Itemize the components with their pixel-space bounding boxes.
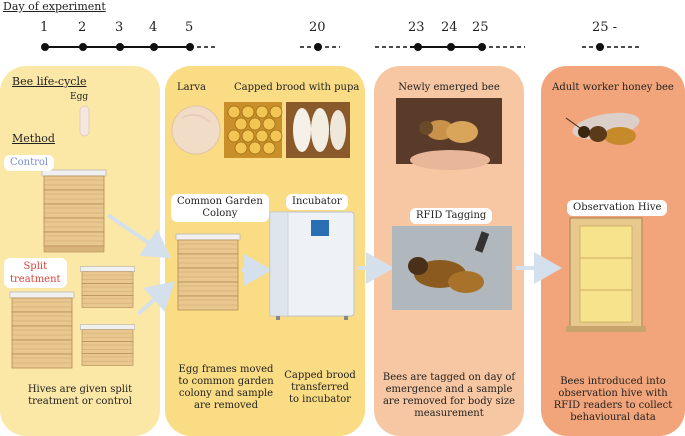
split-treatment-label: Split treatment [4,258,67,288]
timeline-day-4: 4 [149,20,158,35]
panel2-right-line-2: transferred [291,382,349,393]
bee-lifecycle-heading: Bee life-cycle [12,75,87,88]
panel2-right-line-3: to incubator [288,394,352,405]
common-garden-hive-icon [175,233,241,311]
timeline-day-3: 3 [115,20,124,35]
control-label: Control [4,155,55,171]
panel1-caption-line-2: treatment or control [28,396,132,407]
observation-hive-icon [566,217,646,332]
timeline-dot-day-23 [414,43,422,51]
panel3-caption: Bees are tagged on day of emergence and … [374,372,524,420]
incubator-icon [269,211,355,320]
rfid-tagging-image [392,226,512,310]
timeline-dot-day-24 [447,43,455,51]
panel2-caption-left: Egg frames moved to common garden colony… [174,364,278,412]
method-heading: Method [12,132,55,145]
panel4-caption-line-4: behavioural data [570,412,656,423]
day-of-experiment-title: Day of experiment [3,0,106,13]
split-hive-right-bottom-icon [80,324,135,366]
capped-brood-image [224,102,350,158]
panel3-caption-line-3: are removed for body size [382,396,516,407]
split-label-line-1: Split [23,261,48,272]
panel1-caption-line-1: Hives are given split [27,384,133,395]
arrow-control-to-colony [106,213,172,259]
capped-brood-label: Capped brood with pupa [234,82,360,93]
panel2-caption-right: Capped brood transferred to incubator [278,370,362,406]
panel2-left-line-3: colony and sample [178,388,274,399]
panel3-caption-line-4: measurement [414,408,484,419]
panel4-caption-line-2: observation hive with [558,388,668,399]
panel4-caption: Bees introduced into observation hive wi… [541,376,685,424]
timeline-dot-day-3 [116,43,124,51]
larva-image [171,105,221,155]
common-garden-colony-label: Common Garden Colony [171,194,269,222]
newly-emerged-bee-label: Newly emerged bee [398,82,500,93]
split-hive-left-icon [9,291,75,369]
control-hive-icon [41,169,107,253]
larva-label: Larva [177,82,206,93]
panel3-caption-line-2: emergence and a sample [385,384,513,395]
arrow-split-to-colony [136,281,175,316]
timeline-day-24: 24 [441,20,458,35]
timeline-dot-day-20 [314,43,322,51]
egg-icon [79,105,90,137]
timeline-day-20: 20 [309,20,326,35]
timeline-dot-day-2 [79,43,87,51]
panel4-caption-line-3: RFID readers to collect [553,400,673,411]
panel1-caption: Hives are given split treatment or contr… [0,384,160,408]
timeline-day-2: 2 [78,20,87,35]
adult-worker-bee-label: Adult worker honey bee [552,82,674,93]
panel2-left-line-2: to common garden [178,376,274,387]
timeline-dot-day-25 [478,43,486,51]
timeline-dot-day-25-plus [596,43,604,51]
observation-hive-label: Observation Hive [567,200,668,216]
timeline-day-23: 23 [408,20,425,35]
rfid-tagging-label: RFID Tagging [410,208,493,224]
timeline-day-25-onward: 25 - [592,20,618,35]
panel2-left-line-1: Egg frames moved [178,364,274,375]
panel4-caption-line-1: Bees introduced into [560,376,666,387]
colony-label-line-2: Colony [202,208,238,219]
timeline-day-5: 5 [185,20,194,35]
timeline-day-25: 25 [472,20,489,35]
colony-label-line-1: Common Garden [177,196,263,207]
panel2-right-line-1: Capped brood [284,370,356,381]
split-label-line-2: treatment [10,274,61,285]
timeline-dot-day-5 [186,43,194,51]
panel2-left-line-4: are removed [193,400,258,411]
panel3-caption-line-1: Bees are tagged on day of [382,372,516,383]
incubator-label: Incubator [286,194,348,210]
adult-worker-bee-image [565,112,640,145]
split-hive-right-top-icon [80,266,135,308]
timeline-dot-day-4 [150,43,158,51]
timeline-day-1: 1 [40,20,49,35]
timeline-dot-day-1 [41,43,49,51]
egg-label: Egg [70,92,89,102]
newly-emerged-bee-image [396,98,502,170]
